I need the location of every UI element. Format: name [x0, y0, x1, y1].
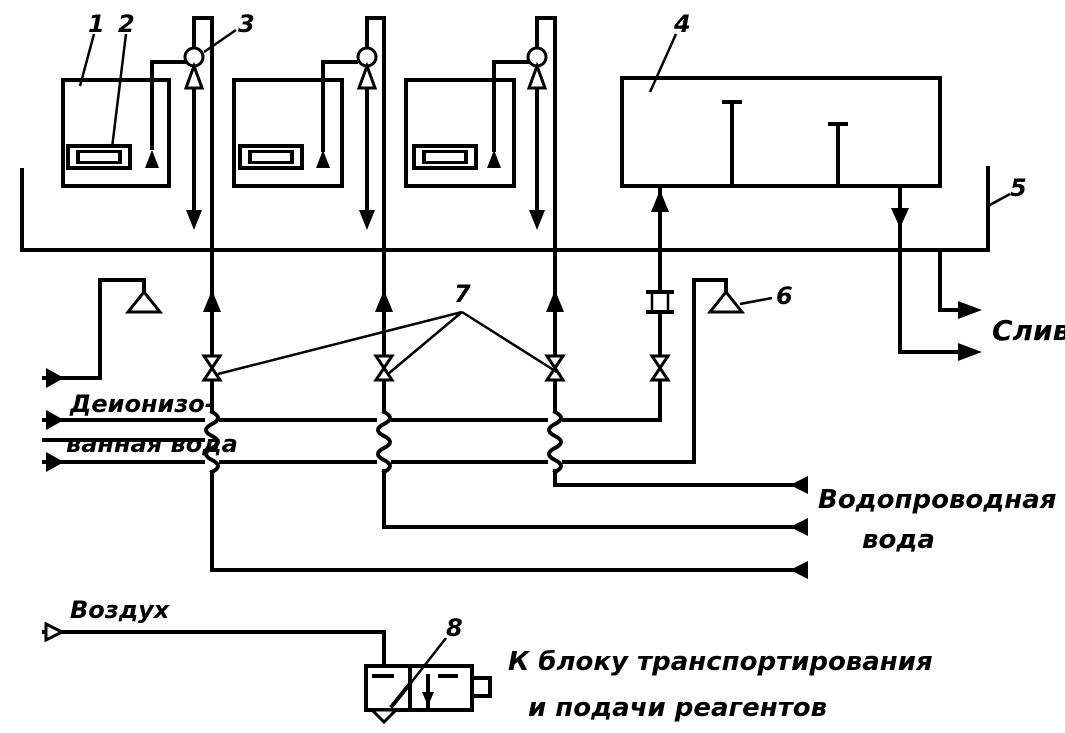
- wash-unit-3: [404, 60, 529, 188]
- pump-3b: [356, 46, 378, 90]
- label-6: 6: [776, 282, 793, 310]
- label-1: 1: [88, 10, 105, 38]
- valve-7a: [201, 354, 223, 382]
- nozzle-icon: [316, 150, 330, 168]
- tray-5: [20, 166, 990, 252]
- tap-water-label-2: вода: [862, 525, 935, 555]
- spray-nozzle-left: [124, 289, 164, 314]
- valve-7b: [373, 354, 395, 382]
- nozzle-icon: [145, 150, 159, 168]
- pneumatic-valve-8: [364, 664, 492, 725]
- label-2: 2: [118, 10, 135, 38]
- label-4: 4: [673, 10, 691, 38]
- drain-label: Слив: [992, 314, 1065, 347]
- bath-4: [620, 76, 942, 188]
- label-3: 3: [238, 10, 255, 38]
- wash-unit-1: [61, 60, 187, 188]
- nozzle-icon: [487, 150, 501, 168]
- air-label: Воздух: [70, 596, 171, 624]
- cuvette-2: [66, 144, 132, 170]
- coupling: [646, 290, 674, 314]
- wash-unit-2: [232, 60, 358, 188]
- pump-3c: [526, 46, 548, 90]
- valve-bath: [649, 354, 671, 382]
- tap-water-label-1: Водопроводная: [818, 485, 1057, 515]
- pump-3a: [183, 46, 205, 90]
- deionized-water-label-1: Деионизо-: [69, 390, 215, 418]
- reagent-label-2: и подачи реагентов: [528, 693, 827, 723]
- label-7: 7: [454, 280, 471, 308]
- deionized-water-label-2: ванная вода: [66, 430, 238, 458]
- label-8: 8: [446, 614, 463, 642]
- label-5: 5: [1010, 174, 1027, 202]
- spray-nozzle-6: [706, 289, 746, 314]
- reagent-label-1: К блоку транспортирования: [508, 647, 933, 677]
